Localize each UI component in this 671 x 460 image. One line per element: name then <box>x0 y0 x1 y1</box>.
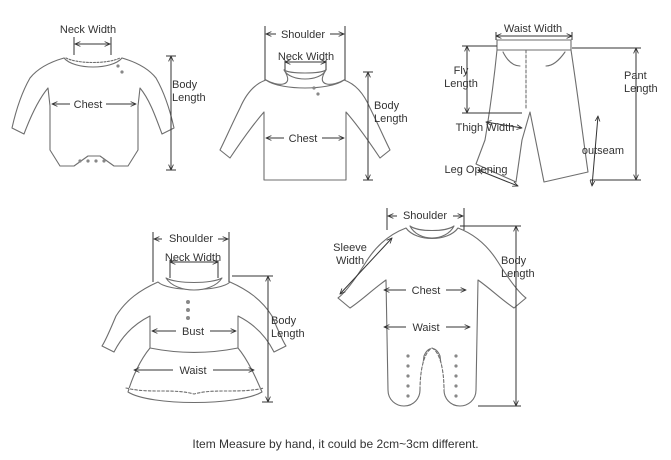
dress-bust-label: Bust <box>182 326 204 338</box>
pants-measure-lines <box>462 32 641 186</box>
shirt-body-label: Body <box>374 100 400 112</box>
footer-note: Item Measure by hand, it could be 2cm~3c… <box>192 437 479 451</box>
romper-length-label: Length <box>501 268 535 280</box>
bodysuit-body-label: Body <box>172 79 198 91</box>
romper-sleeve-label: Sleeve <box>333 242 367 254</box>
pants-fly-label: Fly <box>454 65 469 77</box>
dress-length-label: Length <box>271 328 305 340</box>
dress-shoulder-label: Shoulder <box>169 233 213 245</box>
pants-fly-length-label: Length <box>444 78 478 90</box>
dress-neck-width-label: Neck Width <box>165 252 221 264</box>
romper-shoulder-label: Shoulder <box>403 210 447 222</box>
romper-chest-label: Chest <box>412 285 441 297</box>
dress-body-label: Body <box>271 315 297 327</box>
pants-waist-width-label: Waist Width <box>504 23 562 35</box>
measurement-diagram: Neck Width Body Length Chest Shoulder Ne… <box>11 23 658 430</box>
dress-garment <box>101 277 287 404</box>
shirt-garment <box>219 69 391 181</box>
bodysuit-chest-label: Chest <box>74 99 103 111</box>
romper-sleeve-width-label: Width <box>336 255 364 267</box>
shirt-length-label: Length <box>374 113 408 125</box>
pants-garment <box>475 39 589 183</box>
bodysuit-neck-width-label: Neck Width <box>60 24 116 36</box>
romper-measure-lines <box>340 208 521 406</box>
shirt-neck-width-label: Neck Width <box>278 51 334 63</box>
bodysuit-length-label: Length <box>172 92 206 104</box>
pants-pant-length-label: Length <box>624 83 658 95</box>
pants-thigh-width-label: Thigh Width <box>456 122 515 134</box>
bodysuit-garment <box>11 57 175 167</box>
pants-leg-opening-label: Leg Opening <box>445 164 508 176</box>
pants-outseam-label: outseam <box>582 145 624 157</box>
shirt-shoulder-label: Shoulder <box>281 29 325 41</box>
romper-body-label: Body <box>501 255 527 267</box>
pants-pant-label: Pant <box>624 70 647 82</box>
romper-waist-label: Waist <box>412 322 439 334</box>
dress-waist-label: Waist <box>179 365 206 377</box>
shirt-chest-label: Chest <box>289 133 318 145</box>
